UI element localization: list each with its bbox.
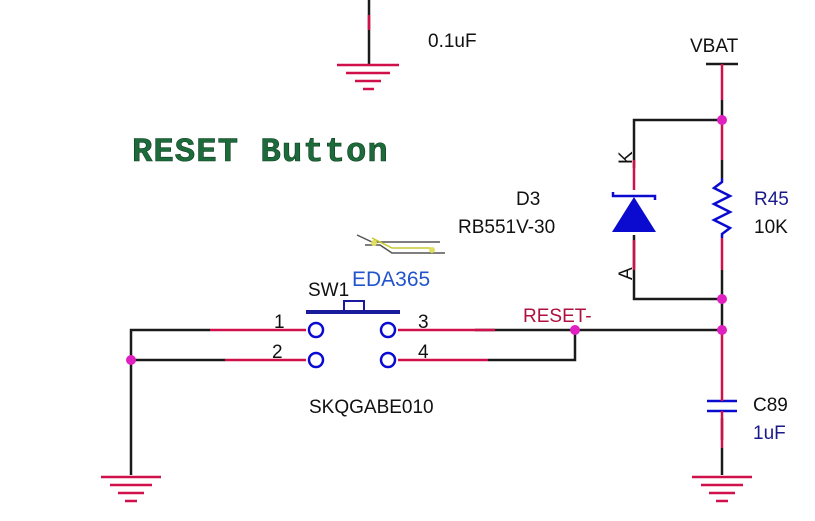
vbat-label: VBAT	[690, 36, 739, 57]
capacitor-value: 1uF	[753, 423, 786, 444]
switch-contact-2	[307, 351, 325, 369]
junction-dot	[126, 355, 136, 365]
top-capacitor-ground	[337, 0, 399, 91]
reset-net-branch-wire[interactable]	[488, 330, 577, 362]
diode-icon	[612, 197, 656, 232]
switch-pin-4: 4	[418, 342, 429, 363]
switch-pin-2: 2	[272, 342, 283, 363]
diode-pin-a: A	[616, 267, 637, 280]
switch-contact-4	[379, 351, 397, 369]
junction-dot	[717, 325, 727, 335]
diode-pin-k: K	[616, 151, 637, 164]
eda-logo-icon	[356, 234, 445, 254]
diode-part: RB551V-30	[458, 217, 555, 238]
junction-dot	[570, 325, 580, 335]
junction-dot	[717, 294, 727, 304]
junction-dot	[717, 115, 727, 125]
resistor-ref: R45	[754, 189, 789, 210]
resistor-value: 10K	[754, 217, 788, 238]
section-title: RESET Button	[132, 134, 389, 172]
switch-sw1[interactable]	[306, 300, 400, 369]
ground-icon	[337, 63, 399, 91]
ground-icon	[101, 475, 161, 503]
diode-k-wire[interactable]	[632, 118, 722, 168]
diode-cathode-bar	[611, 192, 657, 200]
top-capacitor-value: 0.1uF	[428, 31, 477, 52]
capacitor-c89[interactable]	[707, 395, 737, 418]
net-label-reset: RESET-	[523, 306, 592, 327]
switch-contact-3	[379, 321, 397, 339]
switch-button-cap	[343, 300, 365, 312]
diode-d3[interactable]	[611, 192, 657, 232]
ground-icon	[692, 475, 752, 503]
switch-ref: SW1	[308, 280, 349, 301]
diode-a-wire[interactable]	[632, 235, 722, 301]
switch-part: SKQGABE010	[309, 397, 434, 418]
switch-contact-1	[307, 321, 325, 339]
switch-pin-3: 3	[418, 312, 429, 333]
resistor-icon[interactable]	[711, 178, 733, 238]
switch-pin-1: 1	[274, 312, 285, 333]
switch-left-wire[interactable]	[129, 328, 210, 475]
diode-ref: D3	[516, 189, 540, 210]
switch-footprint: EDA365	[352, 268, 430, 291]
capacitor-ref: C89	[753, 395, 788, 416]
